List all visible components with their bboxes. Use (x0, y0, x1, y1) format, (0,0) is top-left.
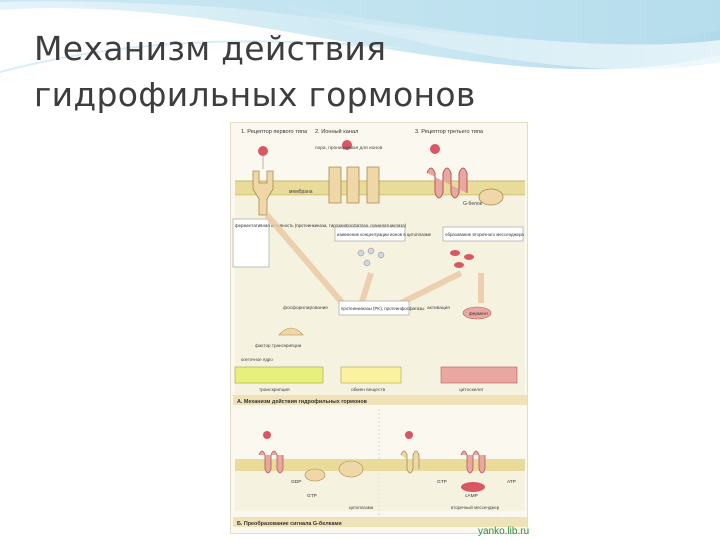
g-protein-receptor-right (400, 431, 486, 492)
label-phosphorylation: фосфорилирование (283, 305, 328, 311)
mechanism-diagram: 1. Рецептор первого типа 2. Ионный канал… (232, 128, 527, 527)
label-receptor-1: 1. Рецептор первого типа (241, 129, 308, 135)
slide-title: Механизм действия гидрофильных гормонов (34, 26, 634, 118)
cytoskeleton-box (440, 366, 518, 384)
section-b-caption: Б. Преобразование сигнала G-белками (237, 520, 342, 527)
g-protein-receptor-left (258, 431, 364, 482)
label-membrane: мембрана (289, 189, 313, 195)
pathway-arrow (358, 272, 374, 306)
label-atp: ATP (507, 479, 516, 485)
label-cytoskeleton: цитоскелет (459, 388, 485, 393)
title-line-1: Механизм действия (34, 29, 387, 68)
label-transcription-factor: фактор транскрипции (255, 343, 302, 348)
ion-channel (328, 140, 380, 204)
hormone-mechanism-figure: 1. Рецептор первого типа 2. Ионный канал… (230, 122, 528, 534)
ion-dots (357, 247, 385, 267)
title-line-2: гидрофильных гормонов (34, 75, 476, 114)
label-enzyme-activity: ферментативная активность (протеинкиназа… (235, 223, 407, 228)
label-transcription: транскрипция (259, 388, 290, 393)
label-camp: cAMP (465, 493, 478, 499)
enzyme-shape (462, 306, 492, 320)
label-gtp-right: GTP (437, 479, 447, 485)
section-a-caption: A. Механизм действия гидрофильных гормон… (237, 398, 368, 405)
label-gdp: GDP (291, 479, 301, 485)
metabolism-box (340, 366, 402, 384)
receptor-type-1 (252, 146, 274, 216)
label-g-protein: G-белок (463, 201, 483, 207)
label-activation: активация (427, 306, 450, 311)
label-ion-concentration: изменение концентрации ионов в цитоплазм… (337, 232, 432, 237)
watermark-text: yanko.lib.ru (478, 526, 530, 537)
label-ion-channel: 2. Ионный канал (315, 128, 358, 135)
label-pore: пора, проницаемая для ионов (315, 146, 383, 151)
label-second-messenger-2: вторичный мессенджер (451, 505, 500, 510)
slide-header-swoosh (0, 0, 720, 73)
transcription-factor-shape (278, 327, 304, 336)
label-cytoplasm: цитоплазма (349, 505, 374, 510)
receptor-type-3 (426, 144, 504, 206)
messenger-dots (450, 250, 474, 268)
label-metabolism: обмен веществ (351, 387, 386, 393)
label-protein-kinases: протеинкиназы (PK), протеинфосфатазы (341, 306, 424, 311)
label-gtp: GTP (307, 493, 317, 499)
label-nucleus: клеточное ядро (241, 357, 273, 362)
label-enzyme: фермент (469, 311, 489, 316)
label-receptor-3: 3. Рецептор третьего типа (415, 129, 484, 135)
label-second-messenger: образование вторичного мессенджера (445, 232, 524, 237)
pathway-arrow (264, 213, 354, 315)
dna-box (234, 366, 324, 384)
